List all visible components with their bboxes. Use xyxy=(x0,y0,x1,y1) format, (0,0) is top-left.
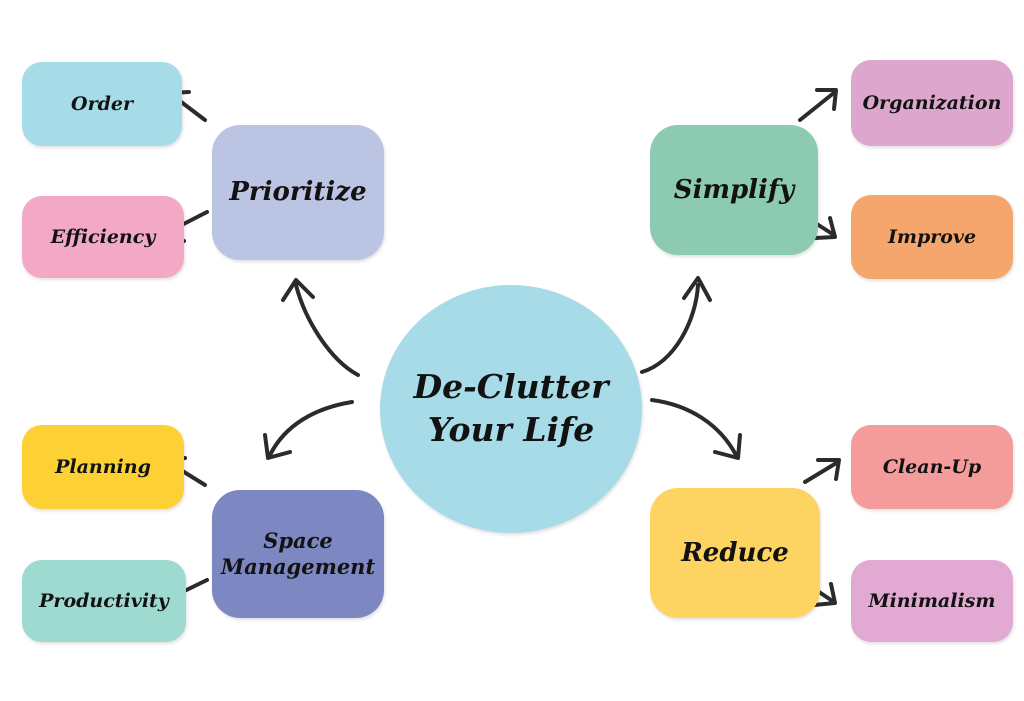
branch-prioritize: Prioritize xyxy=(212,125,384,260)
leaf-planning: Planning xyxy=(22,425,184,509)
arrow-center-to-prioritize xyxy=(294,283,360,377)
branch-space-management-label: Space Management xyxy=(220,527,376,579)
arrow-center-to-simplify xyxy=(640,283,700,374)
arrow-reduce-to-cleanup-head xyxy=(816,458,841,481)
arrow-center-to-reduce xyxy=(650,398,738,457)
leaf-minimalism-label: Minimalism xyxy=(868,590,996,612)
arrow-center-to-reduce-head xyxy=(713,433,742,460)
leaf-organization: Organization xyxy=(851,60,1013,146)
leaf-clean-up-label: Clean-Up xyxy=(882,456,982,478)
branch-simplify-label: Simplify xyxy=(673,174,795,205)
arrow-center-to-space-management xyxy=(268,400,354,457)
leaf-order: Order xyxy=(22,62,182,146)
leaf-organization-label: Organization xyxy=(862,92,1002,114)
arrow-simplify-to-organization xyxy=(798,90,837,122)
leaf-order-label: Order xyxy=(71,93,133,115)
arrow-reduce-to-cleanup xyxy=(803,460,840,484)
leaf-efficiency: Efficiency xyxy=(22,196,184,278)
leaf-improve-label: Improve xyxy=(887,226,977,248)
leaf-improve: Improve xyxy=(851,195,1013,279)
leaf-productivity: Productivity xyxy=(22,560,186,642)
leaf-efficiency-label: Efficiency xyxy=(50,226,156,248)
branch-simplify: Simplify xyxy=(650,125,818,255)
central-topic-label: De-Clutter Your Life xyxy=(413,367,609,449)
arrow-reduce-to-minimalism-head xyxy=(812,582,837,607)
arrow-center-to-space-management-head xyxy=(263,433,292,460)
arrow-simplify-to-organization-head xyxy=(815,88,838,111)
branch-space-management: Space Management xyxy=(212,490,384,618)
arrow-simplify-to-improve-head xyxy=(813,216,837,240)
branch-prioritize-label: Prioritize xyxy=(229,177,367,208)
central-topic: De-Clutter Your Life xyxy=(380,285,642,533)
branch-reduce: Reduce xyxy=(650,488,820,618)
arrow-center-to-prioritize-head xyxy=(281,278,315,302)
leaf-clean-up: Clean-Up xyxy=(851,425,1013,509)
leaf-planning-label: Planning xyxy=(55,456,151,478)
leaf-minimalism: Minimalism xyxy=(851,560,1013,642)
leaf-productivity-label: Productivity xyxy=(39,590,169,612)
arrow-center-to-simplify-head xyxy=(682,276,712,302)
branch-reduce-label: Reduce xyxy=(681,537,789,568)
